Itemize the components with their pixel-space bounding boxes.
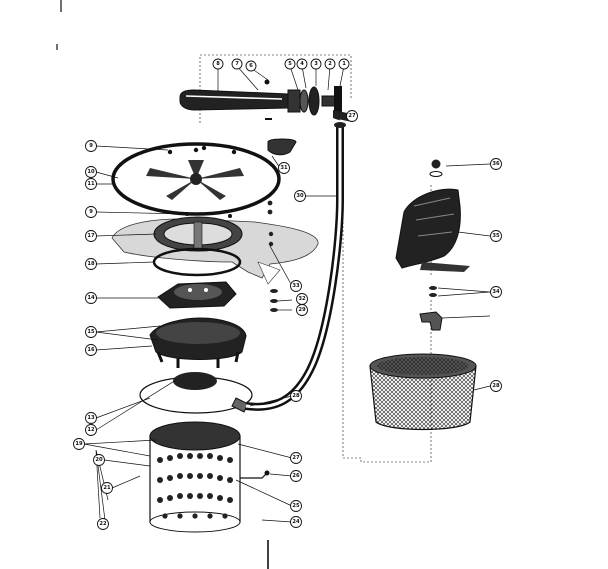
svg-text:14: 14: [87, 295, 95, 301]
spray-ring: [111, 142, 281, 216]
callout-8: 8: [212, 58, 224, 70]
svg-text:4: 4: [300, 61, 304, 67]
filter-screen: [369, 353, 477, 431]
pump-housing: [149, 317, 247, 368]
mounting-plate: [139, 372, 253, 414]
svg-text:8: 8: [216, 61, 220, 67]
svg-text:30: 30: [296, 193, 304, 199]
callout-30: 30: [294, 190, 306, 202]
callout-25: 25: [290, 500, 302, 512]
upper-spray-arm: [179, 79, 352, 122]
callout-19: 19: [73, 438, 85, 450]
callout-14: 14: [85, 292, 97, 304]
callout-4: 4: [296, 58, 308, 70]
svg-text:5: 5: [288, 61, 292, 67]
callout-28: 28: [490, 380, 502, 392]
svg-text:29: 29: [298, 307, 306, 313]
callout-33: 33: [290, 280, 302, 292]
filter-cover: [157, 281, 237, 309]
upper-nozzle-assembly: [395, 159, 470, 272]
callout-34: 34: [490, 286, 502, 298]
svg-text:35: 35: [492, 233, 500, 239]
callout-9: 9: [85, 206, 97, 218]
svg-text:25: 25: [292, 503, 300, 509]
drain-hose: [245, 122, 346, 411]
callout-11: 11: [85, 178, 97, 190]
leader-lines: [83, 65, 491, 529]
callout-26: 26: [290, 470, 302, 482]
svg-text:6: 6: [249, 63, 253, 69]
svg-text:26: 26: [292, 473, 300, 479]
callout-10: 10: [85, 166, 97, 178]
svg-text:28: 28: [492, 383, 500, 389]
callout-7: 7: [231, 58, 243, 70]
svg-text:10: 10: [87, 169, 95, 175]
callout-29: 29: [296, 304, 308, 316]
seal-ring: [152, 212, 243, 277]
callout-1: 1: [338, 58, 350, 70]
svg-text:20: 20: [95, 457, 103, 463]
svg-text:21: 21: [103, 485, 111, 491]
callout-15: 15: [85, 326, 97, 338]
callout-36: 36: [490, 158, 502, 170]
svg-text:18: 18: [87, 261, 95, 267]
motor: [149, 421, 270, 533]
callout-17: 17: [85, 230, 97, 242]
callout-9: 9: [85, 140, 97, 152]
svg-text:22: 22: [99, 521, 107, 527]
svg-text:31: 31: [280, 165, 288, 171]
callout-22: 22: [97, 518, 109, 530]
callout-16: 16: [85, 344, 97, 356]
svg-text:9: 9: [89, 143, 93, 149]
callout-27: 27: [290, 452, 302, 464]
callout-13: 13: [85, 412, 97, 424]
callout-31: 31: [278, 162, 290, 174]
callout-35: 35: [490, 230, 502, 242]
svg-text:9: 9: [89, 209, 93, 215]
svg-text:12: 12: [87, 427, 95, 433]
callout-2: 2: [324, 58, 336, 70]
callout-21: 21: [101, 482, 113, 494]
svg-text:1: 1: [342, 61, 346, 67]
svg-text:33: 33: [292, 283, 300, 289]
callout-24: 24: [290, 516, 302, 528]
callout-20: 20: [93, 454, 105, 466]
svg-text:36: 36: [492, 161, 500, 167]
svg-text:16: 16: [87, 347, 95, 353]
svg-text:19: 19: [75, 441, 83, 447]
callout-18: 18: [85, 258, 97, 270]
callout-32: 32: [296, 293, 308, 305]
svg-text:17: 17: [87, 233, 95, 239]
misc-fasteners: [267, 138, 297, 312]
svg-text:24: 24: [292, 519, 300, 525]
callout-3: 3: [310, 58, 322, 70]
callout-23: 23: [0, 0, 4, 3]
callout-28: 28: [290, 390, 302, 402]
callout-labels: 8 7 6 5 4 3 2 1 9 10 11 9 17 18 14 15 16…: [0, 0, 502, 530]
svg-text:27: 27: [348, 113, 356, 119]
callout-6: 6: [245, 60, 257, 72]
svg-text:13: 13: [87, 415, 95, 421]
svg-text:7: 7: [235, 61, 239, 67]
callout-12: 12: [85, 424, 97, 436]
svg-text:27: 27: [292, 455, 300, 461]
callout-5: 5: [284, 58, 296, 70]
svg-text:2: 2: [328, 61, 332, 67]
svg-text:3: 3: [314, 61, 318, 67]
svg-text:15: 15: [87, 329, 95, 335]
small-parts: [419, 286, 443, 331]
svg-text:11: 11: [87, 181, 95, 187]
svg-text:28: 28: [292, 393, 300, 399]
svg-text:34: 34: [492, 289, 500, 295]
svg-text:32: 32: [298, 296, 306, 302]
callout-27: 27: [346, 110, 358, 122]
